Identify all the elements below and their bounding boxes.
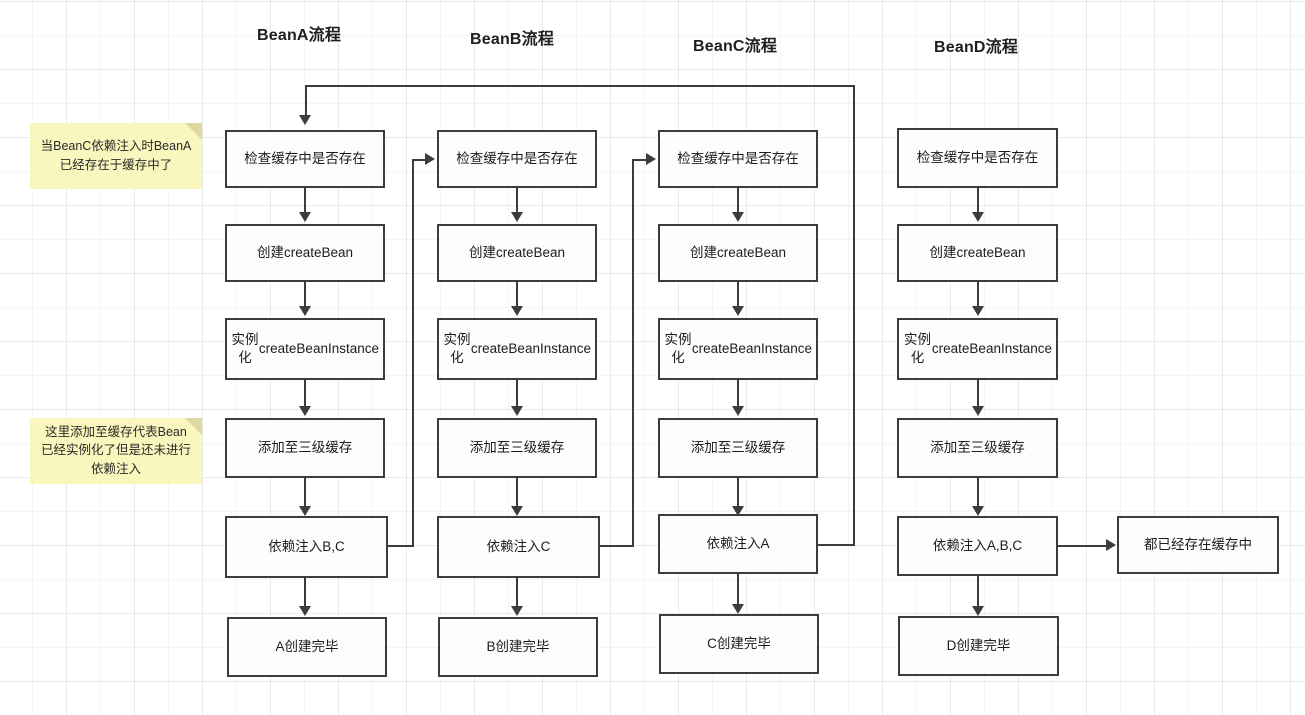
node-label-line2: createBeanInstance	[691, 340, 812, 356]
arrowhead-beanc-1-2	[732, 212, 744, 222]
connector-d-to-side	[1058, 545, 1106, 547]
node-beand-check-cache[interactable]: 检查缓存中是否存在	[897, 128, 1058, 188]
connector-beand-4-5	[977, 478, 979, 506]
node-beanc-done[interactable]: C创建完毕	[659, 614, 819, 674]
arrowhead-into-beana-check	[299, 115, 311, 125]
arrowhead-beana-4-5	[299, 506, 311, 516]
arrowhead-beana-2-3	[299, 306, 311, 316]
node-beana-instantiate[interactable]: 实例化 createBeanInstance	[225, 318, 385, 380]
connector-c-to-a-vertical-right	[853, 85, 855, 545]
node-beanc-inject[interactable]: 依赖注入A	[658, 514, 818, 574]
node-beanc-create-bean[interactable]: 创建createBean	[658, 224, 818, 282]
note-fold-corner-icon	[185, 418, 202, 435]
node-beana-inject[interactable]: 依赖注入B,C	[225, 516, 388, 578]
node-beand-create-bean[interactable]: 创建createBean	[897, 224, 1058, 282]
sticky-note-cache-meaning[interactable]: 这里添加至缓存代表Bean已经实例化了但是还未进行依赖注入	[30, 418, 202, 484]
arrowhead-beand-4-5	[972, 506, 984, 516]
arrowhead-beand-5-6	[972, 606, 984, 616]
column-header-beanb: BeanB流程	[470, 31, 555, 48]
node-label-line2: createBeanInstance	[470, 340, 591, 356]
node-beanb-add-third-cache[interactable]: 添加至三级缓存	[437, 418, 597, 478]
node-beanb-check-cache[interactable]: 检查缓存中是否存在	[437, 130, 597, 188]
arrowhead-beana-5-6	[299, 606, 311, 616]
connector-b-to-c-in	[632, 159, 646, 161]
connector-b-to-c-out	[600, 545, 632, 547]
node-beanb-instantiate[interactable]: 实例化 createBeanInstance	[437, 318, 597, 380]
connector-beanc-5-6	[737, 574, 739, 604]
connector-beanb-5-6	[516, 578, 518, 606]
node-beand-add-third-cache[interactable]: 添加至三级缓存	[897, 418, 1058, 478]
connector-c-to-a-stub	[818, 544, 855, 546]
connector-beand-3-4	[977, 380, 979, 406]
arrowhead-beana-1-2	[299, 212, 311, 222]
node-beanc-add-third-cache[interactable]: 添加至三级缓存	[658, 418, 818, 478]
connector-beana-4-5	[304, 478, 306, 506]
node-beana-add-third-cache[interactable]: 添加至三级缓存	[225, 418, 385, 478]
connector-a-to-b-out	[388, 545, 414, 547]
connector-c-to-a-drop	[305, 85, 307, 115]
column-header-beanc: BeanC流程	[693, 38, 778, 55]
connector-beanb-4-5	[516, 478, 518, 506]
arrowhead-beand-1-2	[972, 212, 984, 222]
node-beanb-create-bean[interactable]: 创建createBean	[437, 224, 597, 282]
arrowhead-into-beanc-check	[646, 153, 656, 165]
node-label-line2: createBeanInstance	[931, 340, 1052, 356]
arrowhead-beanc-3-4	[732, 406, 744, 416]
connector-beanc-4-5	[737, 478, 739, 506]
connector-beand-1-2	[977, 188, 979, 212]
node-beana-done[interactable]: A创建完毕	[227, 617, 387, 677]
connector-beanb-2-3	[516, 282, 518, 306]
node-label-line1: 实例化	[231, 331, 259, 365]
node-beand-inject[interactable]: 依赖注入A,B,C	[897, 516, 1058, 576]
sticky-note-text: 当BeanC依赖注入时BeanA已经存在于缓存中了	[40, 139, 192, 172]
connector-beana-5-6	[304, 578, 306, 606]
arrowhead-into-side-node	[1106, 539, 1116, 551]
connector-beand-2-3	[977, 282, 979, 306]
node-label-line1: 实例化	[443, 331, 471, 365]
column-header-beand: BeanD流程	[934, 39, 1019, 56]
note-fold-corner-icon	[185, 123, 202, 140]
node-beana-create-bean[interactable]: 创建createBean	[225, 224, 385, 282]
node-beana-check-cache[interactable]: 检查缓存中是否存在	[225, 130, 385, 188]
arrowhead-beanb-4-5	[511, 506, 523, 516]
connector-beana-2-3	[304, 282, 306, 306]
connector-beanb-1-2	[516, 188, 518, 212]
arrowhead-beanb-3-4	[511, 406, 523, 416]
arrowhead-into-beanb-check	[425, 153, 435, 165]
connector-c-to-a-top-horizontal	[305, 85, 855, 87]
node-all-in-cache[interactable]: 都已经存在缓存中	[1117, 516, 1279, 574]
arrowhead-beanc-2-3	[732, 306, 744, 316]
node-beanb-done[interactable]: B创建完毕	[438, 617, 598, 677]
node-label-line1: 实例化	[903, 331, 931, 365]
connector-beanc-1-2	[737, 188, 739, 212]
arrowhead-beanc-5-6	[732, 604, 744, 614]
connector-beana-1-2	[304, 188, 306, 212]
connector-b-to-c-vertical	[632, 159, 634, 547]
arrowhead-beand-3-4	[972, 406, 984, 416]
arrowhead-beana-3-4	[299, 406, 311, 416]
connector-beanb-3-4	[516, 380, 518, 406]
node-beanb-inject[interactable]: 依赖注入C	[437, 516, 600, 578]
connector-a-to-b-vertical	[412, 159, 414, 547]
sticky-note-beanc-injection[interactable]: 当BeanC依赖注入时BeanA已经存在于缓存中了	[30, 123, 202, 189]
arrowhead-beanb-2-3	[511, 306, 523, 316]
connector-beanc-3-4	[737, 380, 739, 406]
node-label-line2: createBeanInstance	[258, 340, 379, 356]
arrowhead-beanb-1-2	[511, 212, 523, 222]
sticky-note-text: 这里添加至缓存代表Bean已经实例化了但是还未进行依赖注入	[40, 425, 191, 476]
arrowhead-beanb-5-6	[511, 606, 523, 616]
connector-beand-5-6	[977, 576, 979, 606]
node-beand-done[interactable]: D创建完毕	[898, 616, 1059, 676]
connector-beanc-2-3	[737, 282, 739, 306]
column-header-beana: BeanA流程	[257, 27, 342, 44]
node-beand-instantiate[interactable]: 实例化 createBeanInstance	[897, 318, 1058, 380]
node-beanc-check-cache[interactable]: 检查缓存中是否存在	[658, 130, 818, 188]
node-label-line1: 实例化	[664, 331, 692, 365]
connector-a-to-b-in	[412, 159, 425, 161]
node-beanc-instantiate[interactable]: 实例化 createBeanInstance	[658, 318, 818, 380]
connector-beana-3-4	[304, 380, 306, 406]
arrowhead-beanc-4-5	[732, 506, 744, 516]
arrowhead-beand-2-3	[972, 306, 984, 316]
